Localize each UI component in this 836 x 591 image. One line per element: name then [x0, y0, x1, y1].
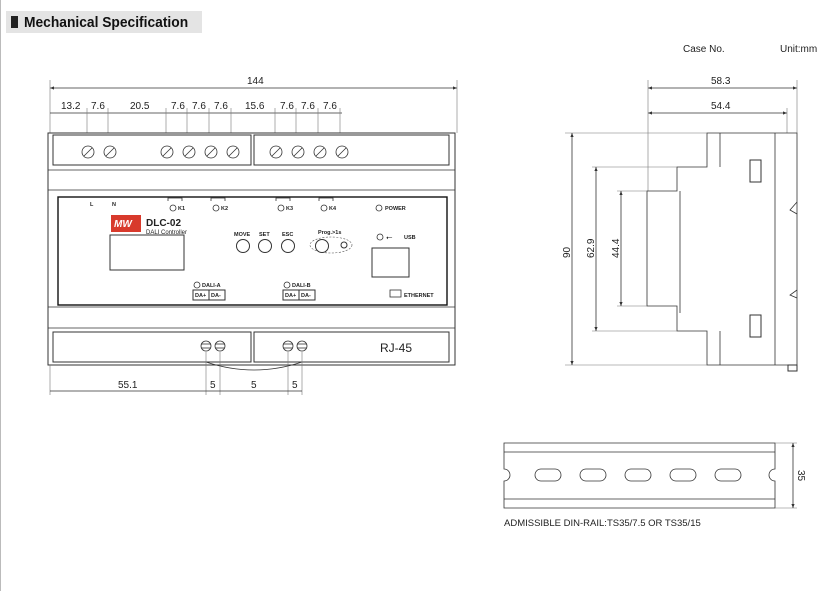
dali-a-led: [193, 281, 201, 289]
section-header: Mechanical Specification: [6, 11, 202, 33]
meanwell-logo: MW: [111, 215, 141, 232]
side-profile: [646, 132, 798, 366]
screw-icon: [296, 340, 308, 352]
label-dali-a: DALI-A: [202, 283, 221, 289]
top-terminal-block-right: [253, 134, 450, 166]
usb-icon: ⭠: [386, 233, 393, 242]
label-k3: K3: [286, 206, 293, 212]
label-k1: K1: [178, 206, 185, 212]
dim-pitch-2: 7.6: [91, 101, 105, 112]
screw-icon: [81, 145, 95, 159]
dim-pitch-4: 7.6: [171, 101, 185, 112]
lcd-display: [109, 234, 185, 271]
dim-5-a: 5: [210, 380, 216, 391]
model-subtitle: DALI Controller: [146, 230, 187, 236]
label-prog: Prog.>1s: [318, 230, 341, 236]
label-k2: K2: [221, 206, 228, 212]
front-view: 144 13.2 7.6 20.5 7.6 7.6 7.6 15.6 7.6 7…: [47, 76, 458, 395]
dali-b-led: [283, 281, 291, 289]
dim-62-9: 62.9: [586, 238, 597, 258]
label-k4: K4: [329, 206, 337, 212]
dim-54-4: 54.4: [711, 101, 731, 112]
label-dali-b-minus: DA-: [301, 293, 311, 299]
label-dali-b-plus: DA+: [285, 293, 296, 299]
section-title: Mechanical Specification: [23, 13, 188, 31]
dim-90: 90: [562, 246, 573, 258]
screw-icon: [335, 145, 349, 159]
dim-pitch-5: 7.6: [192, 101, 206, 112]
label-n: N: [112, 202, 116, 208]
din-rail: 35 ADMISSIBLE DIN-RAIL:TS35/7.5 OR TS35/…: [503, 442, 806, 529]
label-dali-b: DALI-B: [292, 283, 311, 289]
side-view: 58.3 54.4 90 62.9 44.4: [562, 76, 798, 372]
dim-pitch-8: 7.6: [280, 101, 294, 112]
relay-symbols: [167, 197, 383, 212]
label-move: MOVE: [234, 232, 251, 238]
top-terminal-block-left: [52, 134, 252, 166]
dim-pitch-3: 20.5: [130, 101, 150, 112]
label-usb: USB: [404, 235, 416, 241]
dim-pitch-1: 13.2: [61, 101, 81, 112]
side-window-top: [749, 159, 762, 183]
side-window-bottom: [749, 314, 762, 338]
screw-icon: [182, 145, 196, 159]
dim-44-4: 44.4: [611, 238, 622, 258]
screw-icon: [313, 145, 327, 159]
bottom-terminal-block-right: [253, 331, 450, 363]
label-set: SET: [259, 232, 270, 238]
screw-icon: [103, 145, 117, 159]
screw-icon: [160, 145, 174, 159]
label-dali-a-minus: DA-: [211, 293, 221, 299]
prog-button[interactable]: [315, 239, 329, 253]
label-l: L: [90, 202, 94, 208]
screw-icon: [291, 145, 305, 159]
dim-58-3: 58.3: [711, 76, 731, 87]
model-name: DLC-02: [146, 218, 181, 229]
bottom-screws: [200, 340, 308, 371]
dim-35: 35: [795, 470, 806, 482]
set-button[interactable]: [258, 239, 272, 253]
din-rail-caption: ADMISSIBLE DIN-RAIL:TS35/7.5 OR TS35/15: [504, 518, 701, 529]
screw-icon: [269, 145, 283, 159]
logo-text: MW: [114, 219, 133, 230]
esc-button[interactable]: [281, 239, 295, 253]
screw-icon: [226, 145, 240, 159]
usb-port: [371, 247, 410, 278]
screw-icon: [204, 145, 218, 159]
ethernet-icon: [389, 289, 402, 298]
screw-icon: [282, 340, 294, 352]
move-button[interactable]: [236, 239, 250, 253]
page-border: [0, 0, 1, 591]
dim-55-1: 55.1: [118, 380, 138, 391]
dim-pitch-9: 7.6: [301, 101, 315, 112]
bottom-terminal-block-left: [52, 331, 252, 363]
square-bullet-icon: [11, 16, 18, 28]
prog-led: [340, 241, 348, 249]
dim-pitch-10: 7.6: [323, 101, 337, 112]
usb-led: [376, 233, 384, 241]
screw-icon: [214, 340, 226, 352]
top-screws: [81, 145, 349, 159]
rail-slots: [534, 468, 742, 482]
label-ethernet: ETHERNET: [404, 293, 434, 299]
dim-5-b: 5: [251, 380, 257, 391]
rj45-label: RJ-45: [380, 341, 412, 355]
dim-pitch-7: 15.6: [245, 101, 265, 112]
label-dali-a-plus: DA+: [195, 293, 206, 299]
case-no-label: Case No.: [683, 44, 725, 55]
label-power: POWER: [385, 206, 406, 212]
dim-144: 144: [247, 76, 264, 87]
dim-5-c: 5: [292, 380, 298, 391]
unit-label: Unit:mm: [780, 44, 817, 55]
dim-pitch-6: 7.6: [214, 101, 228, 112]
screw-icon: [200, 340, 212, 352]
label-esc: ESC: [282, 232, 293, 238]
